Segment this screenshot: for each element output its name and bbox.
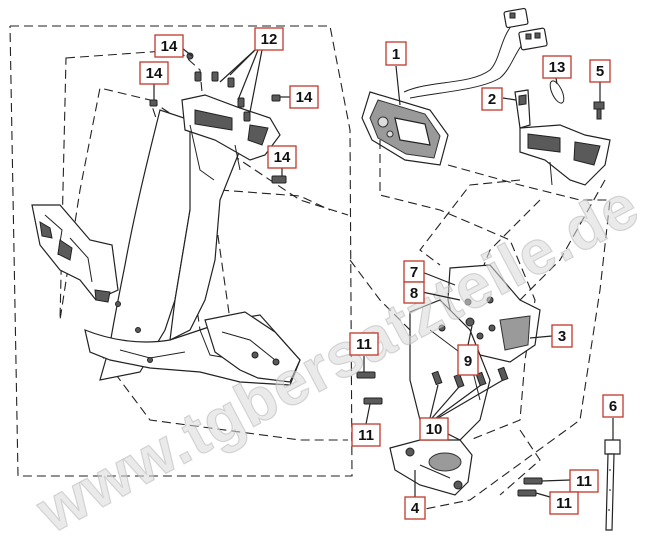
callout-8: 8 (403, 281, 425, 304)
clip-ring (549, 80, 565, 104)
svg-text:5: 5 (596, 63, 604, 80)
left-side-fairing (31, 204, 119, 303)
instrument-cluster (361, 91, 449, 166)
callout-11-b: 11 (351, 423, 381, 447)
callout-4: 4 (404, 496, 426, 520)
svg-text:2: 2 (488, 91, 496, 108)
svg-text:14: 14 (296, 89, 313, 106)
callout-14-d: 14 (267, 145, 297, 169)
callout-14-a: 14 (154, 34, 184, 58)
callout-11-c: 11 (569, 469, 599, 493)
callout-6: 6 (602, 394, 624, 418)
bolts-11-left (356, 371, 383, 405)
callout-14-c: 14 (289, 85, 319, 109)
screws-10 (431, 366, 509, 389)
callout-12: 12 (254, 27, 284, 51)
svg-text:4: 4 (411, 500, 420, 517)
svg-text:9: 9 (464, 353, 472, 370)
callout-11-a: 11 (349, 332, 379, 356)
left-assembly-frame (9, 25, 353, 477)
callout-10: 10 (419, 417, 449, 441)
upper-bezel-left (181, 94, 281, 181)
svg-text:1: 1 (392, 46, 400, 63)
svg-text:7: 7 (410, 264, 418, 281)
svg-text:13: 13 (549, 59, 566, 76)
small-bracket (514, 89, 531, 129)
svg-text:14: 14 (146, 65, 163, 82)
svg-text:8: 8 (410, 285, 418, 302)
lower-cover-panel (115, 301, 301, 383)
svg-text:3: 3 (558, 328, 566, 345)
callout-14-b: 14 (139, 61, 169, 85)
callout-3: 3 (551, 324, 573, 348)
callout-1: 1 (385, 41, 407, 66)
callout-11-d: 11 (549, 491, 579, 515)
cable-tie (604, 439, 621, 531)
svg-text:11: 11 (576, 473, 592, 490)
svg-text:12: 12 (261, 31, 278, 48)
callout-2: 2 (481, 87, 503, 111)
svg-text:11: 11 (358, 427, 374, 444)
svg-text:14: 14 (274, 149, 291, 166)
lower-bracket (389, 439, 473, 496)
left-screws (149, 52, 287, 184)
upper-bezel-right (519, 124, 611, 186)
svg-text:10: 10 (426, 421, 443, 438)
svg-text:6: 6 (609, 398, 617, 415)
svg-text:11: 11 (556, 495, 572, 512)
svg-text:14: 14 (161, 38, 178, 55)
callout-13: 13 (542, 55, 572, 79)
svg-text:11: 11 (356, 336, 372, 353)
screw-5 (593, 101, 605, 120)
callout-5: 5 (589, 59, 611, 83)
wiring-harness (403, 7, 548, 99)
callout-7: 7 (403, 260, 425, 283)
leader-lines (153, 47, 614, 498)
callout-9: 9 (457, 344, 479, 376)
